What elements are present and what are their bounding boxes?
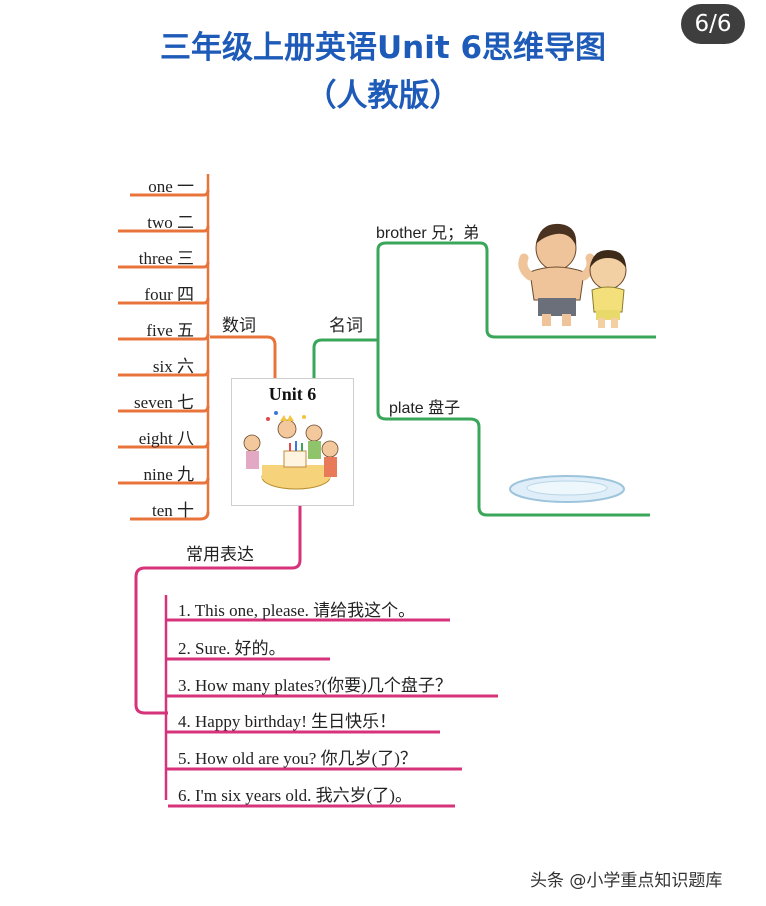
- number-underline-10: [130, 511, 210, 521]
- number-underline-4: [118, 297, 210, 305]
- number-item: nine 九: [143, 465, 194, 484]
- center-node-label: Unit 6: [268, 384, 317, 404]
- category-expressions-label: 常用表达: [186, 545, 254, 565]
- number-underline-8: [118, 441, 210, 449]
- number-underline-6: [118, 369, 210, 377]
- number-item: one 一: [148, 177, 194, 196]
- center-node: Unit 6: [231, 378, 354, 506]
- number-item: ten 十: [151, 501, 194, 520]
- number-item: four 四: [144, 285, 194, 304]
- numbers-branch-lines: [118, 174, 277, 521]
- plate-illustration: [509, 475, 625, 503]
- number-underline-3: [118, 261, 210, 269]
- expressions-trunk-line: [134, 505, 302, 715]
- expressions-branch-lines: [134, 505, 498, 808]
- number-underline-5: [118, 333, 210, 341]
- number-item: six 六: [152, 357, 194, 376]
- expression-item: 3. How many plates?(你要)几个盘子？: [178, 676, 452, 695]
- watermark: 头条 @小学重点知识题库: [530, 871, 723, 891]
- noun-brother: brother 兄；弟: [376, 225, 480, 242]
- title-line-1: 三年级上册英语Unit 6思维导图: [159, 30, 607, 66]
- number-item: seven 七: [134, 393, 194, 412]
- nouns-trunk-line: [312, 338, 378, 378]
- numbers-trunk-line: [210, 335, 277, 378]
- brother-branch-line: [376, 241, 656, 340]
- number-item: five 五: [146, 321, 194, 340]
- page-indicator[interactable]: 6/6: [681, 4, 745, 44]
- birthday-party-illustration: [243, 411, 339, 490]
- category-numbers-label: 数词: [222, 316, 256, 336]
- expression-item: 6. I'm six years old. 我六岁(了)。: [178, 786, 412, 805]
- expression-item: 1. This one, please. 请给我这个。: [178, 601, 416, 620]
- category-nouns-label: 名词: [329, 316, 363, 336]
- noun-plate: plate 盘子: [389, 400, 461, 417]
- number-underline-7: [118, 405, 210, 413]
- number-item: three 三: [138, 249, 194, 268]
- number-underline-9: [118, 477, 210, 485]
- expression-item: 5. How old are you? 你几岁(了)？: [178, 749, 417, 768]
- brothers-illustration: [518, 223, 627, 328]
- expression-item: 4. Happy birthday! 生日快乐！: [178, 712, 397, 731]
- number-underline-2: [118, 225, 210, 233]
- expression-item: 2. Sure. 好的。: [178, 639, 286, 658]
- number-item: two 二: [147, 213, 194, 232]
- title-line-2: （人教版）: [305, 78, 461, 114]
- nouns-branch-lines: [312, 241, 656, 517]
- number-underline-1: [130, 189, 210, 197]
- plate-branch-line: [376, 340, 650, 517]
- number-item: eight 八: [138, 429, 194, 448]
